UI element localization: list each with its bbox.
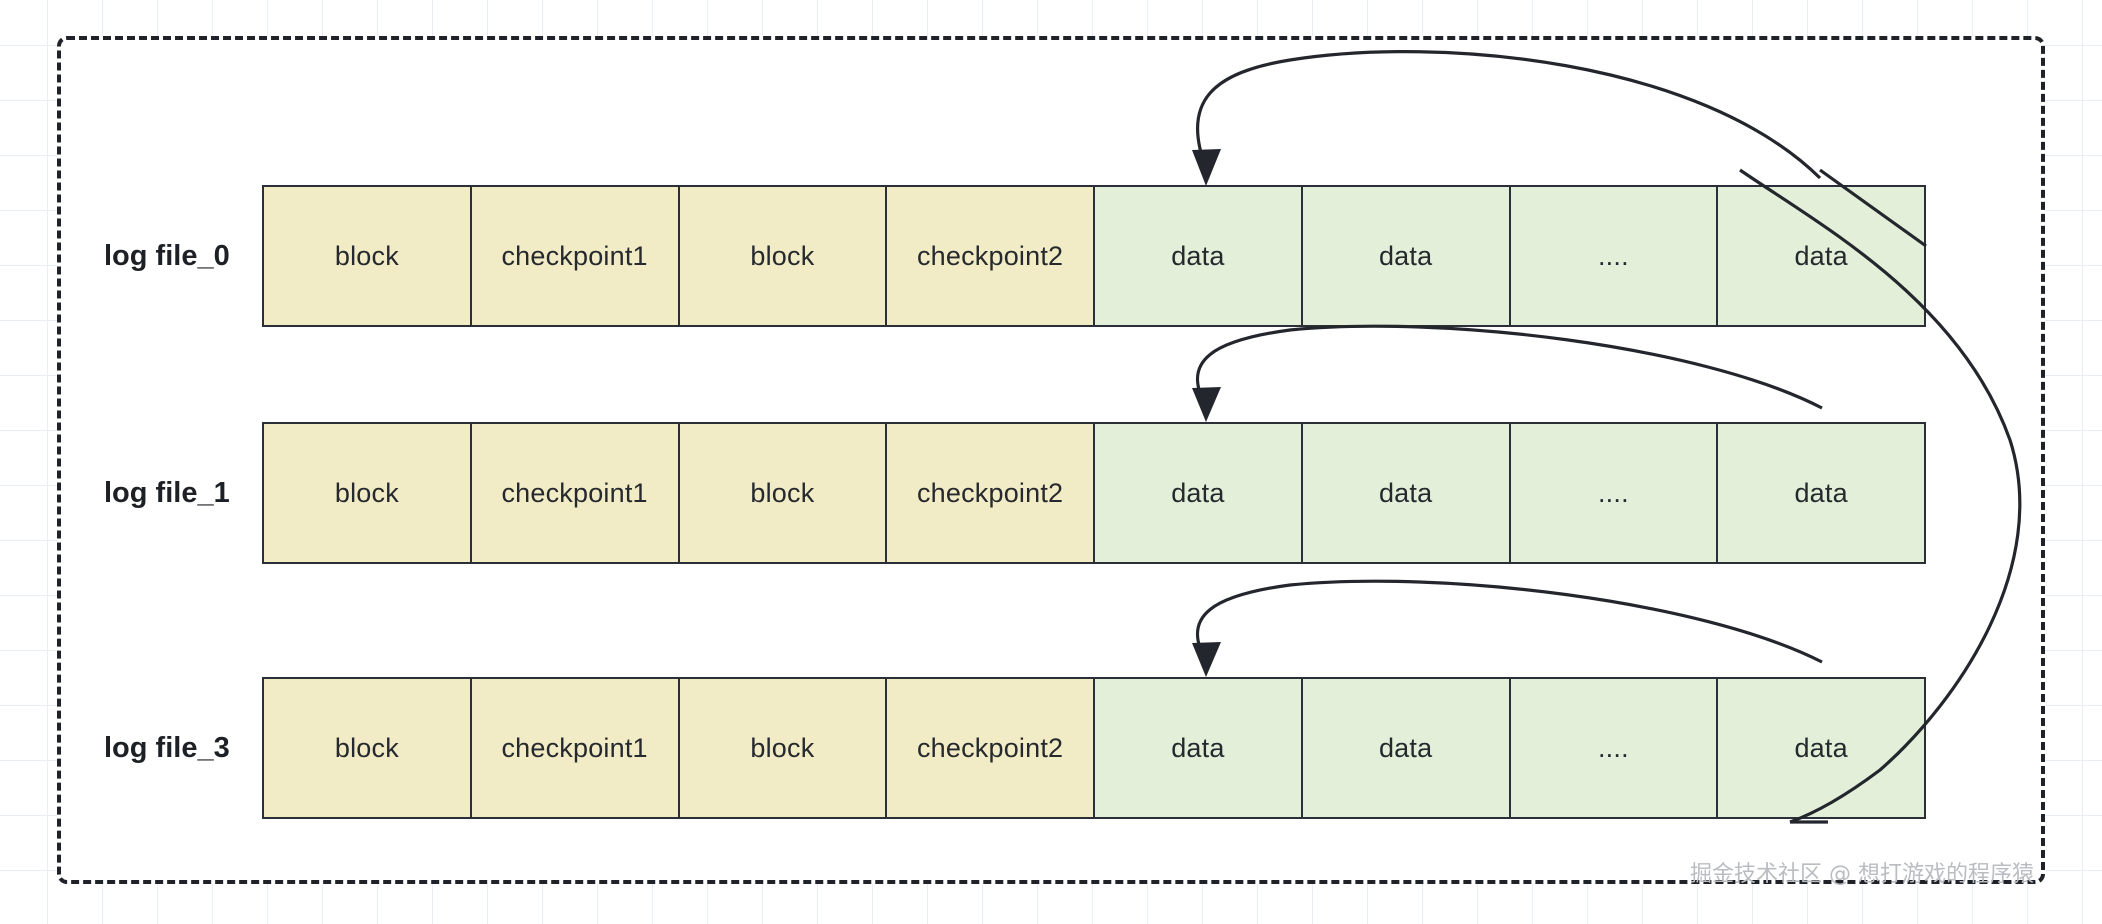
- cell-block[interactable]: block: [262, 677, 471, 819]
- cell-data[interactable]: data: [1301, 422, 1510, 564]
- cell-data[interactable]: data: [1717, 185, 1926, 327]
- log-file-row: block checkpoint1 block checkpoint2 data…: [262, 422, 1926, 564]
- cell-block[interactable]: block: [678, 422, 887, 564]
- cell-block[interactable]: block: [262, 422, 471, 564]
- cell-ellipsis[interactable]: ....: [1509, 677, 1718, 819]
- cell-data[interactable]: data: [1717, 422, 1926, 564]
- cell-ellipsis[interactable]: ....: [1509, 422, 1718, 564]
- row-label-log-file-0: log file_0: [104, 240, 230, 272]
- cell-data[interactable]: data: [1717, 677, 1926, 819]
- cell-checkpoint2[interactable]: checkpoint2: [886, 422, 1094, 564]
- cell-data[interactable]: data: [1094, 677, 1302, 819]
- cell-checkpoint2[interactable]: checkpoint2: [886, 677, 1094, 819]
- cell-data[interactable]: data: [1094, 422, 1302, 564]
- cell-checkpoint1[interactable]: checkpoint1: [470, 422, 679, 564]
- cell-checkpoint2[interactable]: checkpoint2: [886, 185, 1094, 327]
- cell-data[interactable]: data: [1301, 677, 1510, 819]
- row-label-log-file-3: log file_3: [104, 732, 230, 764]
- dashed-frame-border: [57, 36, 2045, 884]
- cell-data[interactable]: data: [1301, 185, 1510, 327]
- watermark-text: 掘金技术社区 @ 想打游戏的程序猿: [1690, 862, 2034, 887]
- cell-ellipsis[interactable]: ....: [1509, 185, 1718, 327]
- cell-data[interactable]: data: [1094, 185, 1302, 327]
- cell-checkpoint1[interactable]: checkpoint1: [470, 677, 679, 819]
- log-file-row: block checkpoint1 block checkpoint2 data…: [262, 677, 1926, 819]
- cell-block[interactable]: block: [678, 185, 887, 327]
- cell-checkpoint1[interactable]: checkpoint1: [470, 185, 679, 327]
- cell-block[interactable]: block: [678, 677, 887, 819]
- cell-block[interactable]: block: [262, 185, 471, 327]
- row-label-log-file-1: log file_1: [104, 477, 230, 509]
- log-file-row: block checkpoint1 block checkpoint2 data…: [262, 185, 1926, 327]
